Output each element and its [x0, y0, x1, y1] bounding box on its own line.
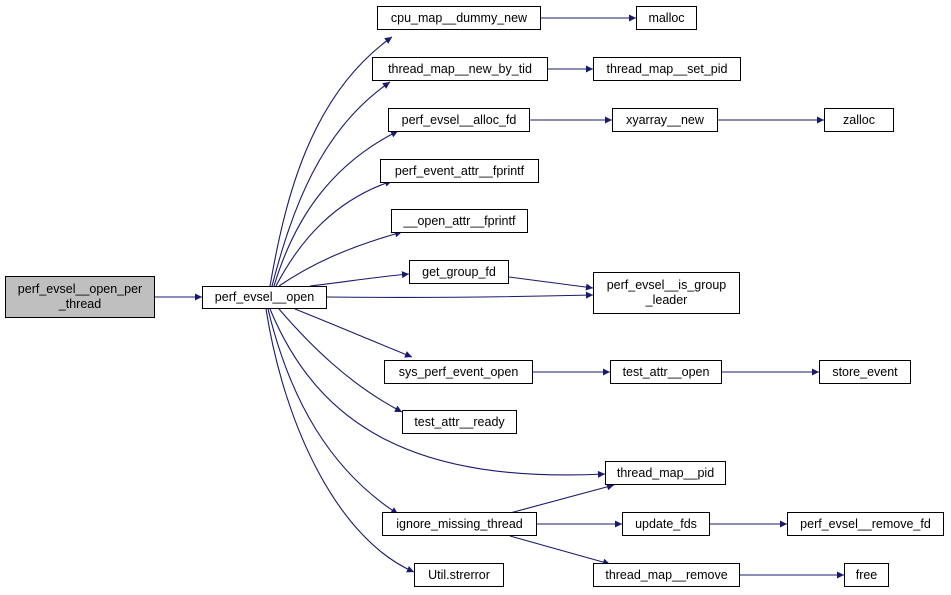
node-update-fds[interactable]: update_fds: [622, 512, 710, 536]
node-zalloc[interactable]: zalloc: [824, 108, 894, 132]
node-label: thread_map__pid: [616, 465, 715, 480]
edge-open-to-perf-event-attr-fprintf: [275, 179, 393, 287]
node-util-strerror[interactable]: Util.strerror: [414, 563, 504, 587]
node-perf-evsel-open[interactable]: perf_evsel__open: [202, 286, 327, 309]
node-label: free: [855, 567, 878, 582]
node-label: sys_perf_event_open: [398, 364, 519, 379]
node-label-line1: perf_evsel__is_group: [606, 278, 727, 292]
node-label: ignore_missing_thread: [396, 516, 523, 531]
edge-get-group-fd-to-is-group-leader: [508, 276, 594, 291]
edge-ignore-to-thread-map-pid: [509, 483, 615, 514]
node-ignore-missing-thread[interactable]: ignore_missing_thread: [382, 512, 537, 536]
edge-open-to-get-group-fd: [309, 271, 410, 287]
node-free[interactable]: free: [844, 563, 889, 587]
node-perf-evsel-alloc-fd[interactable]: perf_evsel__alloc_fd: [388, 108, 530, 132]
node-label: store_event: [832, 364, 898, 379]
node-label: zalloc: [843, 112, 875, 127]
node-label: update_fds: [635, 516, 697, 531]
node-perf-evsel-is-group-leader[interactable]: perf_evsel__is_group _leader: [593, 272, 740, 314]
node-label: malloc: [648, 10, 685, 25]
node-test-attr-ready[interactable]: test_attr__ready: [402, 410, 517, 434]
node-malloc[interactable]: malloc: [636, 6, 697, 30]
node-label: xyarray__new: [626, 112, 704, 127]
node-sys-perf-event-open[interactable]: sys_perf_event_open: [384, 360, 533, 384]
edge-open-to-ignore-missing-thread: [267, 308, 399, 515]
node-open-attr-fprintf[interactable]: __open_attr__fprintf: [391, 209, 528, 233]
node-label: test_attr__ready: [414, 414, 505, 429]
node-label-line2: _leader: [645, 293, 688, 307]
node-perf-evsel-open-per-thread: perf_evsel__open_per _thread: [5, 276, 155, 318]
node-label: perf_evsel__remove_fd: [800, 516, 931, 531]
node-label: __open_attr__fprintf: [403, 213, 516, 228]
node-label: thread_map__new_by_tid: [388, 61, 532, 76]
node-thread-map-set-pid[interactable]: thread_map__set_pid: [593, 57, 741, 81]
node-thread-map-remove[interactable]: thread_map__remove: [593, 563, 740, 587]
edge-open-to-is-group-leader: [326, 291, 594, 299]
node-label: thread_map__remove: [605, 567, 728, 582]
node-label: thread_map__set_pid: [606, 61, 728, 76]
edge-open-to-util-strerror: [265, 308, 415, 573]
node-perf-event-attr-fprintf[interactable]: perf_event_attr__fprintf: [380, 159, 539, 183]
node-label-line2: _thread: [58, 297, 102, 311]
node-label: cpu_map__dummy_new: [390, 10, 528, 25]
edge-ignore-to-thread-map-remove: [509, 535, 611, 566]
node-thread-map-new-by-tid[interactable]: thread_map__new_by_tid: [372, 57, 548, 81]
node-label: perf_evsel__alloc_fd: [401, 112, 517, 127]
edge-open-to-open-attr-fprintf: [278, 230, 403, 287]
node-label: perf_evsel__open: [214, 290, 315, 304]
edge-open-to-cpu-map-dummy-new: [269, 36, 393, 287]
node-label: Util.strerror: [428, 567, 490, 582]
node-thread-map-pid[interactable]: thread_map__pid: [605, 461, 726, 485]
node-cpu-map-dummy-new[interactable]: cpu_map__dummy_new: [377, 6, 541, 30]
edge-open-to-perf-evsel-alloc-fd: [273, 130, 399, 287]
edge-open-to-sys-perf-event-open: [294, 308, 413, 358]
node-label: test_attr__open: [622, 364, 710, 379]
node-label: perf_event_attr__fprintf: [394, 163, 525, 178]
node-perf-evsel-remove-fd[interactable]: perf_evsel__remove_fd: [787, 512, 944, 536]
node-xyarray-new[interactable]: xyarray__new: [612, 108, 718, 132]
edge-open-to-thread-map-pid: [269, 308, 606, 478]
node-label: get_group_fd: [422, 264, 496, 279]
node-label-line1: perf_evsel__open_per: [17, 282, 143, 296]
edge-open-to-test-attr-ready: [278, 308, 403, 413]
node-get-group-fd[interactable]: get_group_fd: [409, 260, 509, 284]
node-store-event[interactable]: store_event: [819, 360, 911, 384]
node-test-attr-open[interactable]: test_attr__open: [610, 360, 722, 384]
edge-open-to-thread-map-new-by-tid: [271, 81, 391, 287]
